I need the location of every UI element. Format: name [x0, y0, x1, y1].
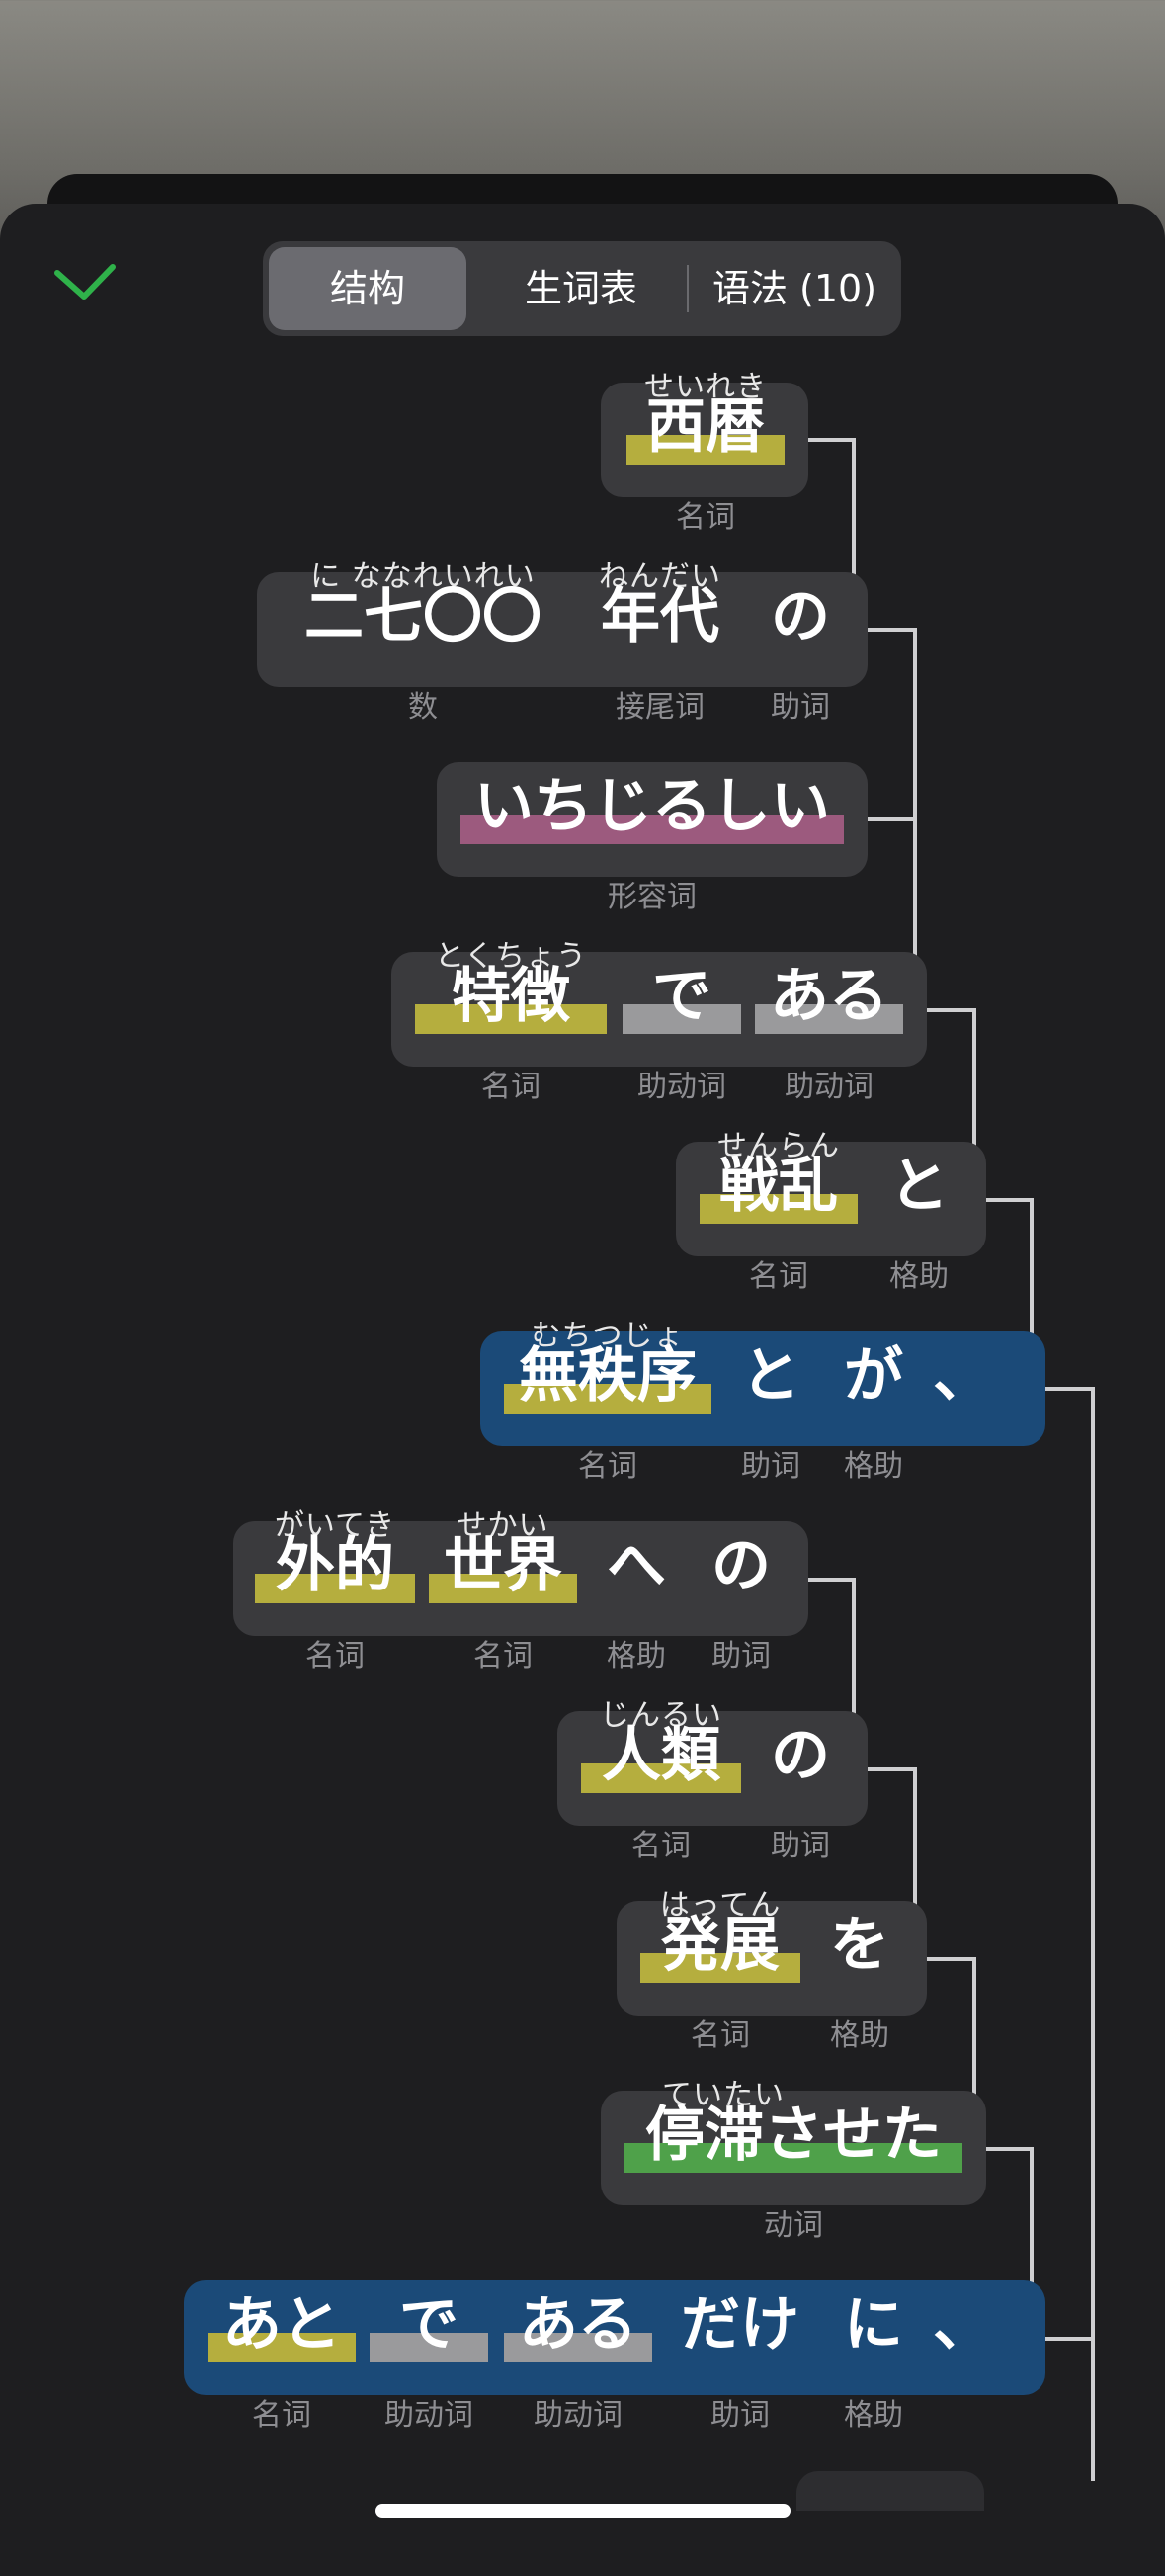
word-token[interactable]: ある 助动词	[755, 931, 903, 1104]
word-token[interactable]: で 助动词	[623, 931, 741, 1104]
tab-vocabulary[interactable]: 生词表	[524, 267, 637, 310]
word-token[interactable]: で 助动词	[370, 2260, 488, 2433]
tree-connector	[984, 2147, 1034, 2336]
word-token[interactable]: 、	[933, 1341, 992, 1411]
word-token[interactable]: がいてき 外的 名词	[255, 1501, 415, 1674]
tab-divider	[687, 265, 689, 312]
word-token[interactable]: せかい 世界 名词	[429, 1501, 577, 1674]
phrase-box[interactable]	[257, 572, 868, 687]
segmented-control: 结构 生词表 语法 (10)	[263, 241, 901, 336]
word-token[interactable]: の 助词	[711, 1531, 771, 1674]
word-token[interactable]: ある 助动词	[504, 2260, 652, 2433]
word-token[interactable]: 、	[933, 2290, 992, 2360]
word-token[interactable]: と 格助	[889, 1152, 949, 1294]
tree-connector	[866, 817, 913, 821]
word-token[interactable]: はってん 発展 名词	[640, 1880, 800, 2053]
word-token[interactable]: が 格助	[844, 1341, 903, 1484]
word-token[interactable]: ねんだい 年代 接尾词	[599, 559, 721, 725]
word-token[interactable]: の 助词	[771, 582, 830, 725]
word-token[interactable]: せいれき 西暦 名词	[626, 362, 785, 535]
word-token[interactable]: ていたい 停滞させた 动词	[624, 2070, 962, 2243]
tree-connector	[1043, 1387, 1095, 2481]
word-token[interactable]: だけ 助词	[681, 2290, 799, 2433]
word-token[interactable]: に 格助	[844, 2290, 903, 2433]
word-token[interactable]: とくちょう 特徴 名词	[415, 931, 607, 1104]
tree-connector	[866, 628, 917, 958]
word-token[interactable]: せんらん 戦乱 名词	[700, 1121, 858, 1294]
checkmark-icon[interactable]	[51, 259, 121, 308]
word-token[interactable]: じんるい 人類 名词	[581, 1690, 741, 1863]
tree-connector	[927, 1008, 976, 1151]
word-token[interactable]: むちつじょ 無秩序 名词	[504, 1311, 711, 1484]
tree-connector	[866, 1767, 917, 1910]
tree-connector	[1043, 2337, 1091, 2341]
word-token[interactable]: と 助词	[741, 1341, 800, 1484]
word-token[interactable]: に ななれいれい 二七〇〇 数	[304, 559, 541, 725]
tree-connector	[925, 1957, 976, 2100]
home-indicator[interactable]	[375, 2504, 791, 2518]
tab-structure[interactable]: 结构	[269, 247, 466, 330]
tree-connector	[984, 1198, 1034, 1340]
word-token[interactable]: いちじるしい 形容词	[460, 741, 844, 914]
tree-connector	[806, 438, 856, 580]
word-token[interactable]: の 助词	[771, 1721, 830, 1863]
word-token[interactable]: あと 名词	[208, 2260, 356, 2433]
word-token[interactable]: を 格助	[830, 1911, 889, 2053]
word-token[interactable]: へ 格助	[607, 1531, 666, 1674]
tree-connector	[806, 1578, 856, 1720]
tab-grammar[interactable]: 语法 (10)	[711, 267, 877, 310]
phrase-box-partial	[796, 2471, 984, 2511]
